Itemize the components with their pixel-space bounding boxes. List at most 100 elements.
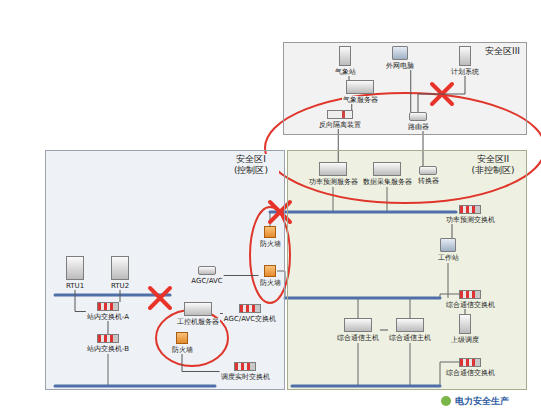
connector-line	[452, 224, 453, 238]
rack-icon	[344, 318, 372, 332]
device-node: 站内交换机-A	[86, 302, 130, 321]
link-line	[448, 263, 449, 298]
security-zone: 安全区II (非控制区) 功率预测服务器数据采集服务器转换器功率预测交换机工作站综…	[287, 150, 527, 390]
device-node: 综合通信主机	[388, 318, 432, 342]
device-label: 外网电脑	[385, 62, 415, 70]
device-node: 转换器	[417, 166, 440, 185]
link-line	[410, 298, 411, 318]
zone-title: 安全区III	[484, 46, 521, 57]
device-label: AGC/AVC交换机	[223, 315, 277, 323]
device-node: 站内交换机-B	[86, 334, 130, 353]
device-node: RTU2	[110, 256, 130, 290]
switch-icon	[239, 304, 261, 313]
device-label: 综合通信交换机	[445, 369, 496, 377]
rack-icon	[346, 80, 374, 94]
device-node: 数据采集服务器	[362, 162, 413, 186]
connector-line	[182, 354, 220, 372]
switch-icon	[459, 290, 481, 299]
device-node: 防火墙	[259, 226, 282, 248]
device-node: 防火墙	[259, 265, 282, 287]
device-label: 综合通信交换机	[445, 301, 496, 309]
device-node: 功率预测服务器	[308, 162, 359, 186]
router-icon	[198, 266, 216, 275]
network-bus	[270, 211, 456, 214]
device-node: AGC/AVC交换机	[223, 304, 277, 323]
device-node: 气象站	[334, 46, 357, 76]
network-bus	[55, 385, 215, 388]
connector-line	[120, 290, 121, 302]
link-line	[440, 294, 459, 298]
device-node: 综合通信交换机	[445, 290, 496, 309]
link-line	[358, 343, 359, 386]
network-bus	[55, 294, 170, 297]
device-node: RTU1	[65, 256, 85, 290]
firewall-icon	[264, 226, 276, 238]
device-node: 上级调度	[450, 314, 480, 344]
device-node: 路由器	[407, 112, 430, 131]
link-line	[410, 343, 411, 386]
device-label: 转换器	[417, 177, 440, 185]
zone-title: 安全区II (非控制区)	[465, 154, 521, 176]
router-icon	[419, 166, 437, 175]
device-node: 气象服务器	[342, 80, 379, 104]
tower-icon	[66, 256, 84, 280]
connector-line	[380, 330, 388, 331]
watermark: 电力安全生产	[454, 396, 510, 407]
device-label: 防火墙	[259, 279, 282, 287]
device-label: 数据采集服务器	[362, 178, 413, 186]
zone-fill	[287, 150, 527, 390]
switch-icon	[97, 302, 119, 311]
highlight-ellipse	[265, 93, 541, 203]
isolator-icon	[327, 110, 353, 119]
pc-icon	[440, 238, 456, 252]
server-icon	[459, 314, 471, 334]
device-label: AGC/AVC	[190, 277, 223, 285]
device-label: 工作站	[437, 254, 460, 262]
switch-icon	[459, 205, 481, 214]
switch-icon	[234, 362, 256, 371]
connector-line	[75, 290, 86, 312]
pc-icon	[392, 46, 408, 60]
router-icon	[409, 112, 427, 121]
device-label: 计划系统	[450, 68, 480, 76]
highlight-ellipse	[156, 310, 228, 366]
rack-icon	[319, 162, 347, 176]
device-label: 防火墙	[259, 240, 282, 248]
device-node: 外网电脑	[385, 46, 415, 70]
tower-icon	[111, 256, 129, 280]
wechat-icon	[441, 396, 451, 406]
device-node: 反向隔离装置	[318, 110, 362, 129]
firewall-icon	[176, 332, 188, 344]
rack-icon	[373, 162, 401, 176]
device-node: 计划系统	[450, 46, 480, 76]
device-label: 防火墙	[171, 346, 194, 354]
device-label: 功率预测交换机	[445, 216, 496, 224]
device-node: 工控机服务器	[176, 302, 220, 326]
server-icon	[339, 46, 351, 66]
security-zone: 安全区III 气象站外网电脑计划系统气象服务器反向隔离装置 路由器	[283, 42, 527, 135]
device-label: 调度实时交换机	[220, 373, 271, 381]
device-node: 功率预测交换机	[445, 205, 496, 224]
device-label: 综合通信主机	[336, 334, 380, 342]
device-label: 综合通信主机	[388, 334, 432, 342]
device-label: 工控机服务器	[176, 318, 220, 326]
connector-line	[107, 321, 108, 334]
device-label: 反向隔离装置	[318, 121, 362, 129]
zone-title: 安全区I (控制区)	[223, 154, 279, 176]
firewall-icon	[264, 265, 276, 277]
rack-icon	[184, 302, 212, 316]
link-line	[387, 187, 388, 212]
connector-line	[418, 76, 465, 112]
device-label: 上级调度	[450, 336, 480, 344]
network-bus	[285, 297, 440, 300]
device-label: 站内交换机-B	[86, 345, 130, 353]
connector-line	[423, 131, 424, 166]
device-node: 综合通信主机	[336, 318, 380, 342]
security-zone: 安全区I (控制区)RTU1RTU2AGC/AVC防火墙防火墙站内交换机-A工控…	[45, 150, 285, 390]
device-label: 路由器	[407, 123, 430, 131]
network-bus	[292, 385, 440, 388]
device-label: RTU1	[65, 282, 85, 290]
switch-icon	[459, 358, 481, 367]
device-node: 综合通信交换机	[445, 358, 496, 377]
